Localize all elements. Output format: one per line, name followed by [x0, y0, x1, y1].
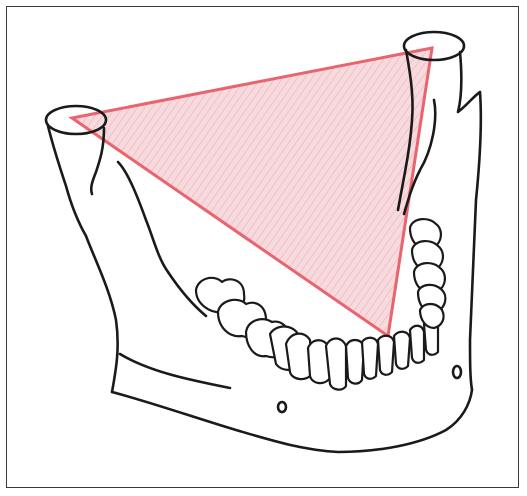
right-condyle: [404, 32, 464, 60]
triangle-shading: [72, 48, 432, 336]
mental-foramen-right: [453, 366, 461, 378]
mental-foramen-left: [278, 402, 286, 412]
